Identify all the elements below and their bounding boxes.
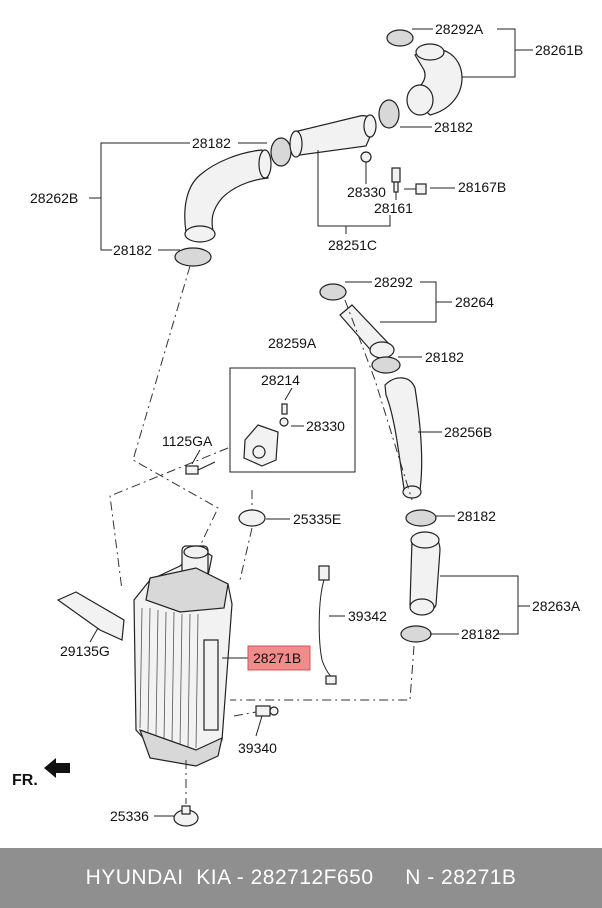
label-28182-right-2: 28182 [425, 349, 464, 365]
label-28161: 28161 [374, 200, 413, 216]
label-front-direction: FR. [12, 772, 38, 789]
label-28182-upper-left: 28182 [192, 135, 231, 151]
label-28271B: 28271B [253, 650, 301, 666]
clamp-28182-left-top [270, 137, 292, 167]
bracket-28259A [243, 403, 289, 467]
grommet-28330 [360, 151, 372, 163]
parts-diagram: 28292A 28261B 28182 28182 28262B 28330 2… [12, 21, 583, 827]
label-28182-upper-right: 28182 [434, 119, 473, 135]
clamp-28182-right-3 [405, 509, 437, 527]
hose-28264 [339, 304, 395, 359]
label-39342: 39342 [348, 608, 387, 624]
label-29135G: 29135G [60, 643, 110, 659]
label-39340: 39340 [238, 740, 277, 756]
label-28182-right-4: 28182 [461, 626, 500, 642]
label-25336: 25336 [110, 808, 149, 824]
assembly-lines [109, 265, 415, 804]
label-28292A: 28292A [435, 21, 484, 37]
wire-39342 [318, 565, 337, 685]
clamp-28292 [319, 283, 347, 301]
sensor-28161 [391, 167, 401, 193]
label-28330-upper: 28330 [347, 184, 386, 200]
footer-part-number-bar: HYUNDAI KIA - 282712F650 N - 28271B [0, 848, 602, 908]
label-25335E: 25335E [293, 511, 341, 527]
hose-28263A [409, 531, 441, 616]
label-28292: 28292 [374, 274, 413, 290]
label-28262B: 28262B [30, 190, 78, 206]
label-28251C: 28251C [328, 237, 377, 253]
label-28182-right-3: 28182 [457, 508, 496, 524]
clamp-28182-right-4 [400, 625, 432, 643]
footer-part-number-text: HYUNDAI KIA - 282712F650 N - 28271B [85, 866, 517, 889]
label-28182-left: 28182 [113, 242, 152, 258]
clamp-28182-right-2 [371, 356, 401, 374]
bolt-28167B [404, 183, 427, 195]
pipe-28251C [289, 114, 377, 158]
clamp-28182-left-bottom [174, 247, 212, 267]
label-28259A: 28259A [268, 335, 317, 351]
bolt-1125GA [185, 461, 216, 475]
part-labels: 28292A 28261B 28182 28182 28262B 28330 2… [12, 21, 583, 824]
label-28167B: 28167B [458, 179, 506, 195]
label-1125GA: 1125GA [162, 433, 213, 449]
clamp-28182-right-top [378, 99, 400, 129]
label-28263A: 28263A [532, 598, 581, 614]
clamp-28292A [386, 29, 414, 47]
bracket-group-box [229, 367, 356, 473]
highlight-box-28271B [247, 645, 311, 671]
label-28256B: 28256B [444, 424, 492, 440]
label-28261B: 28261B [535, 42, 583, 58]
label-28264: 28264 [455, 294, 494, 310]
hose-28261B [406, 43, 463, 116]
hose-28256B [384, 377, 423, 499]
intercooler-28271B [133, 545, 233, 767]
leader-lines [89, 28, 533, 817]
fr-arrow-icon [44, 758, 70, 778]
hose-28262B [184, 149, 272, 243]
sensor-39340 [255, 705, 279, 717]
mount-25335E [238, 509, 266, 527]
mount-25336 [173, 805, 199, 827]
label-28330-lower: 28330 [306, 418, 345, 434]
label-28214: 28214 [261, 372, 300, 388]
guard-29135G [56, 591, 125, 641]
